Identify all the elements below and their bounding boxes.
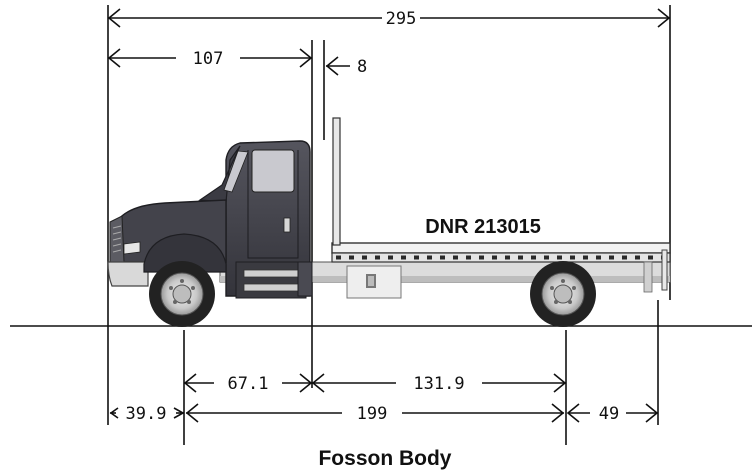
truck-illustration: DNR 213015 [107, 117, 671, 327]
flatbed-body [331, 117, 671, 291]
front-wheel [149, 261, 215, 327]
dimension-overall-length-label: 295 [386, 9, 417, 29]
rear-mudflap [643, 261, 653, 293]
windshield [223, 150, 249, 193]
dimension-gap: 8 [325, 56, 367, 77]
dimension-gap-label: 8 [357, 57, 367, 77]
body-label: DNR 213015 [425, 216, 541, 238]
dimension-body-to-rear-axle: 131.9 [311, 373, 567, 394]
dimension-wheelbase-label: 199 [357, 404, 388, 424]
dimension-front-overhang-label: 39.9 [126, 404, 167, 424]
front-bumper [107, 261, 149, 287]
dimension-cab-to-body: 107 [107, 48, 313, 69]
dimension-body-to-rear-axle-label: 131.9 [413, 374, 464, 394]
door-handle [283, 217, 291, 233]
dimension-cab-to-body-label: 107 [193, 49, 224, 69]
cab [107, 140, 313, 299]
dimension-rear-overhang: 49 [566, 403, 659, 424]
fuel-tank [297, 261, 313, 297]
headlight [123, 241, 141, 255]
dimension-overall-length: 295 [107, 8, 671, 29]
dimension-front-overhang: 39.9 [109, 404, 185, 424]
dimension-wheelbase: 199 [185, 403, 565, 424]
caption: Fosson Body [318, 447, 451, 470]
headboard-post [332, 117, 341, 246]
dimension-axle-to-body: 67.1 [183, 373, 313, 394]
rear-wheel [530, 261, 596, 327]
cab-steps [235, 261, 307, 299]
front-fender [143, 233, 227, 273]
side-window [251, 149, 295, 193]
dimension-rear-overhang-label: 49 [599, 404, 619, 424]
dimension-axle-to-body-label: 67.1 [228, 374, 269, 394]
tool-box [346, 265, 402, 299]
